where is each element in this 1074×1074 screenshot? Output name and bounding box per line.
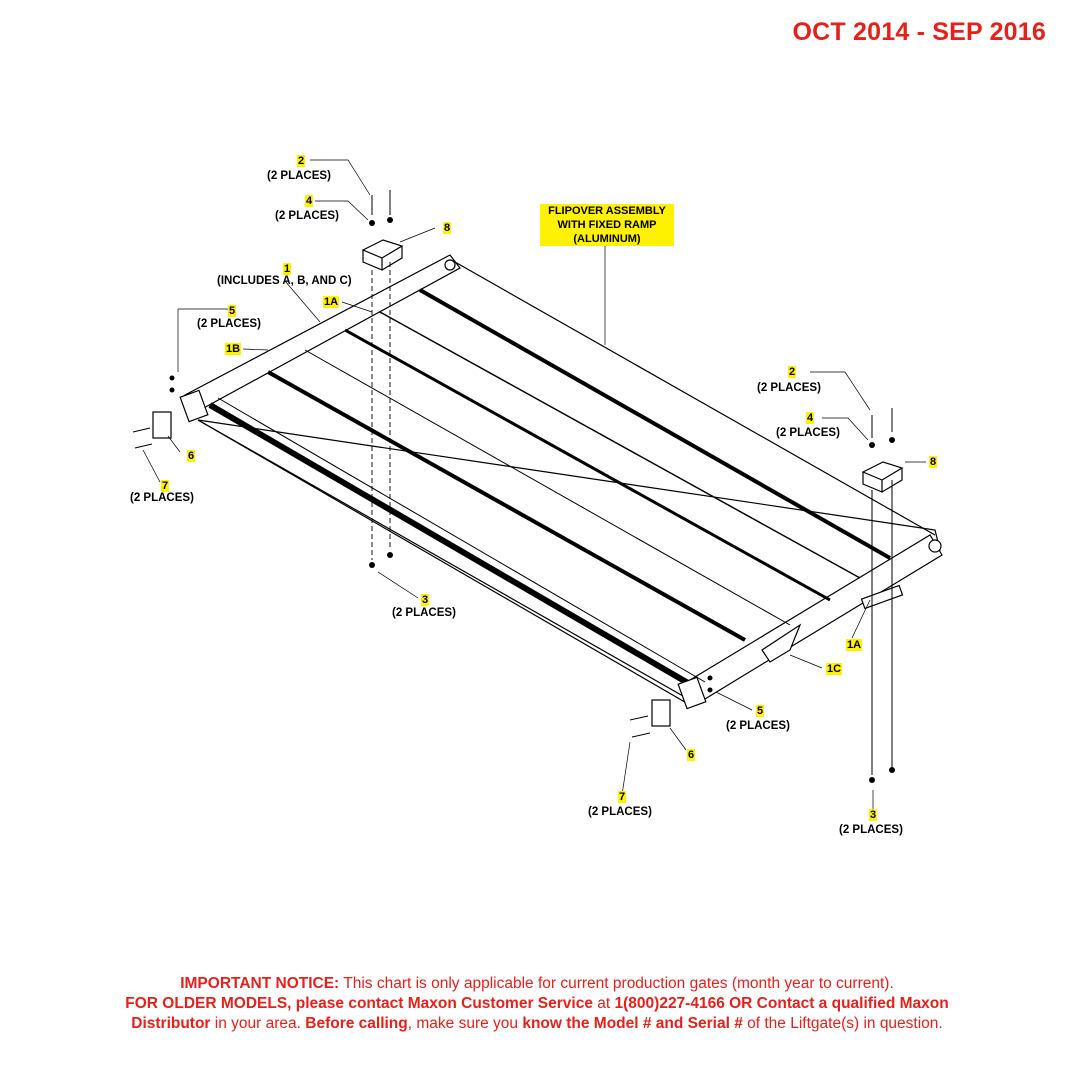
notice-line-2-mid: at bbox=[592, 995, 615, 1012]
callout-6-left-number: 6 bbox=[187, 450, 196, 462]
callout-7-right-number: 7 bbox=[618, 791, 627, 803]
callout-7-left-number: 7 bbox=[161, 480, 170, 492]
callout-3-left-number: 3 bbox=[421, 594, 430, 606]
callout-3-left-text: (2 PLACES) bbox=[392, 607, 456, 619]
callout-2-right-text: (2 PLACES) bbox=[757, 382, 821, 394]
callout-5-right-number: 5 bbox=[756, 705, 765, 717]
notice-distributor: Distributor bbox=[131, 1015, 211, 1032]
callout-1a-right-number: 1A bbox=[846, 639, 863, 651]
important-notice: IMPORTANT NOTICE: This chart is only app… bbox=[0, 974, 1074, 1034]
assembly-label-line3: (ALUMINUM) bbox=[573, 233, 641, 245]
callout-7-left-text: (2 PLACES) bbox=[130, 492, 194, 504]
callout-8-right-number: 8 bbox=[929, 456, 938, 468]
notice-before-calling: Before calling bbox=[305, 1015, 408, 1032]
notice-line-3-rest: of the Liftgate(s) in question. bbox=[742, 1015, 943, 1032]
callout-4-left-text: (2 PLACES) bbox=[275, 210, 339, 222]
callout-2-left-text: (2 PLACES) bbox=[267, 170, 331, 182]
notice-line-3-mid2: , make sure you bbox=[407, 1015, 523, 1032]
end-cap-right bbox=[677, 676, 707, 710]
callout-5-left-number: 5 bbox=[228, 305, 237, 317]
callout-8-left-number: 8 bbox=[443, 222, 452, 234]
notice-line-2: FOR OLDER MODELS, please contact Maxon C… bbox=[0, 994, 1074, 1014]
notice-line-3: Distributor in your area. Before calling… bbox=[0, 1014, 1074, 1034]
callout-7-right-text: (2 PLACES) bbox=[588, 806, 652, 818]
callout-1c-number: 1C bbox=[826, 663, 843, 675]
notice-model-serial: know the Model # and Serial # bbox=[522, 1015, 743, 1032]
notice-line-1: IMPORTANT NOTICE: This chart is only app… bbox=[0, 974, 1074, 994]
callout-4-right-number: 4 bbox=[806, 412, 815, 424]
callout-6-right-number: 6 bbox=[687, 749, 696, 761]
callout-1-number: 1 bbox=[283, 263, 292, 275]
notice-line-1-text: This chart is only applicable for curren… bbox=[339, 975, 894, 992]
plate-8-left bbox=[361, 239, 404, 271]
assembly-label-line2: WITH FIXED RAMP bbox=[557, 219, 657, 231]
callout-5-left-text: (2 PLACES) bbox=[197, 318, 261, 330]
hinge-bracket-1c bbox=[761, 623, 802, 663]
plate-8-right bbox=[861, 461, 904, 493]
end-cap-left bbox=[179, 389, 209, 423]
callout-5-right-text: (2 PLACES) bbox=[726, 720, 790, 732]
assembly-label: FLIPOVER ASSEMBLY WITH FIXED RAMP (ALUMI… bbox=[540, 204, 674, 246]
callout-4-left-number: 4 bbox=[305, 195, 314, 207]
callout-3-right-number: 3 bbox=[869, 809, 878, 821]
callout-1-text: (INCLUDES A, B, AND C) bbox=[217, 275, 352, 287]
bracket-6-left bbox=[152, 411, 172, 439]
notice-important-label: IMPORTANT NOTICE: bbox=[180, 975, 340, 992]
notice-phone: 1(800)227-4166 OR Contact a qualified Ma… bbox=[614, 995, 949, 1012]
notice-older-models: FOR OLDER MODELS, please contact Maxon C… bbox=[125, 995, 593, 1012]
callout-2-right-number: 2 bbox=[788, 366, 797, 378]
callout-1a-left-number: 1A bbox=[323, 296, 340, 308]
callout-4-right-text: (2 PLACES) bbox=[776, 427, 840, 439]
platform-ribs bbox=[208, 288, 891, 693]
callout-2-left-number: 2 bbox=[297, 155, 306, 167]
callout-1b-number: 1B bbox=[225, 343, 242, 355]
notice-line-3-mid: in your area. bbox=[210, 1015, 306, 1032]
callout-3-right-text: (2 PLACES) bbox=[839, 824, 903, 836]
date-range-header: OCT 2014 - SEP 2016 bbox=[792, 18, 1046, 46]
assembly-label-line1: FLIPOVER ASSEMBLY bbox=[548, 205, 666, 217]
bracket-6-right bbox=[651, 699, 671, 727]
